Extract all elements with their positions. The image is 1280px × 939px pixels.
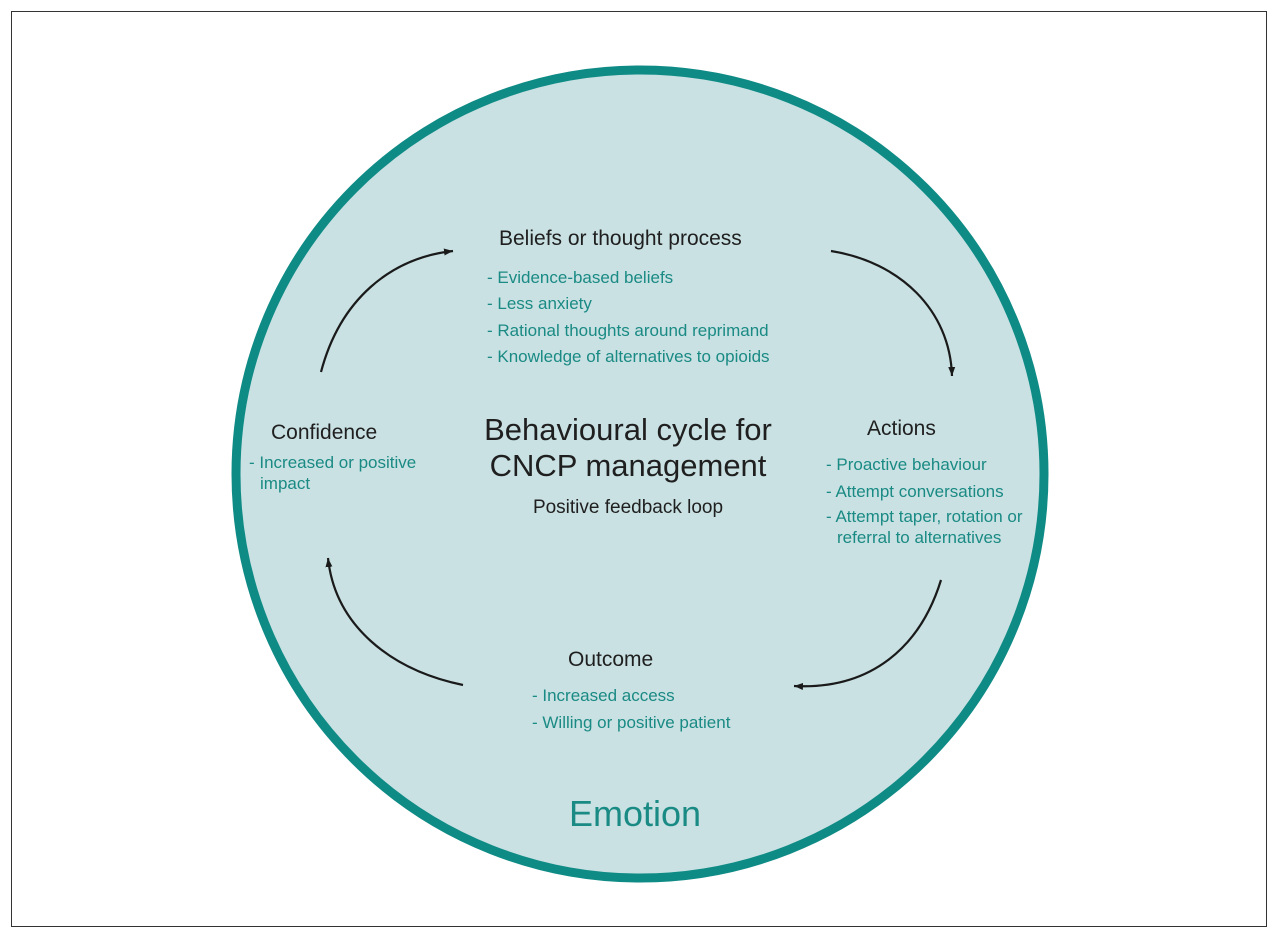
list-item: - Increased access <box>532 686 675 705</box>
list-item: - Increased or positive impact <box>249 453 417 493</box>
arrow-outcome-to-confidence <box>325 557 464 687</box>
arrow-confidence-to-beliefs <box>319 248 454 373</box>
list-item: - Willing or positive patient <box>532 713 731 732</box>
beliefs-list: - Evidence-based beliefs - Less anxiety … <box>487 265 770 370</box>
diagram-title: Behavioural cycle for CNCP management <box>484 412 772 483</box>
beliefs-title: Beliefs or thought process <box>499 227 742 250</box>
emotion-circle <box>231 65 1049 883</box>
list-item: - Rational thoughts around reprimand <box>487 320 769 340</box>
list-item: - Less anxiety <box>487 294 592 314</box>
actions-title: Actions <box>867 417 936 440</box>
list-item: - Attempt conversations <box>826 482 1004 501</box>
list-item: - Knowledge of alternatives to opioids <box>487 346 770 366</box>
list-item: - Proactive behaviour <box>826 455 987 474</box>
outcome-list: - Increased access - Willing or positive… <box>532 682 730 736</box>
arrow-beliefs-to-actions <box>830 249 956 377</box>
arrow-actions-to-outcome <box>793 579 943 690</box>
confidence-list: - Increased or positive impact <box>249 452 439 494</box>
list-item: - Attempt taper, rotation or referral to… <box>826 507 1023 547</box>
outcome-title: Outcome <box>568 648 654 671</box>
confidence-title: Confidence <box>271 421 378 444</box>
figure-frame <box>11 11 1267 927</box>
diagram-subtitle: Positive feedback loop <box>532 497 724 518</box>
emotion-label: Emotion <box>568 793 702 834</box>
actions-list: - Proactive behaviour - Attempt conversa… <box>826 454 1036 548</box>
list-item: - Evidence-based beliefs <box>487 268 674 287</box>
